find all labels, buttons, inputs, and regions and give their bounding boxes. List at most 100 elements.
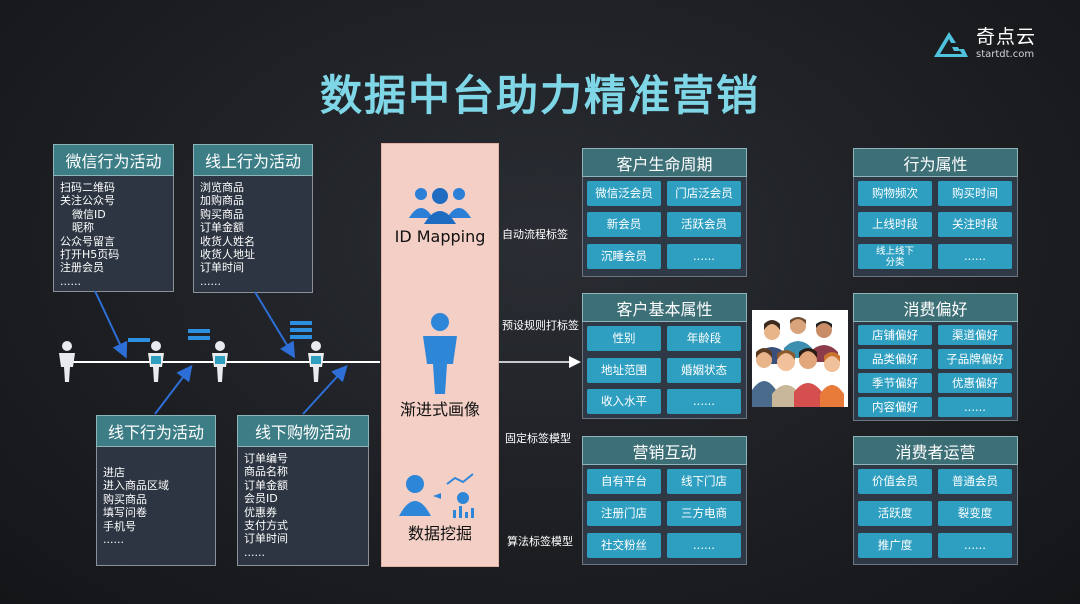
data-pipeline-column: ID Mapping 渐进式画像 数据挖掘 xyxy=(381,143,499,567)
offline-shopping-list: 订单编号 商品名称 订单金额 会员ID 优惠券 支付方式 订单时间 ...... xyxy=(244,452,288,559)
tag-chip: 性别 xyxy=(587,326,661,351)
stage-progressive-profile: 渐进式画像 xyxy=(399,400,480,419)
customer-lifecycle-group: 客户生命周期 微信泛会员 门店泛会员 新会员 活跃会员 沉睡会员 ...... xyxy=(582,148,747,277)
panel-header: 微信行为活动 xyxy=(53,144,174,176)
panel-header: 线下行为活动 xyxy=(96,415,216,447)
group-header: 营销互动 xyxy=(582,436,747,465)
tag-chip: 品类偏好 xyxy=(858,349,932,369)
person-icon xyxy=(308,341,324,382)
list-item: 收货人地址 xyxy=(200,248,255,262)
tag-chip: 三方电商 xyxy=(667,501,741,526)
tag-chip: 普通会员 xyxy=(938,469,1012,494)
tag-chip: 线上线下分类 xyxy=(858,244,932,269)
list-item: 注册会员 xyxy=(60,261,104,275)
tag-chip: ...... xyxy=(667,244,741,269)
person-icon xyxy=(212,341,228,382)
tag-chip: ...... xyxy=(667,533,741,558)
tag-chip: 微信泛会员 xyxy=(587,181,661,206)
tag-chip: 子品牌偏好 xyxy=(938,349,1012,369)
group-header: 行为属性 xyxy=(853,148,1018,177)
tag-chip: 价值会员 xyxy=(858,469,932,494)
list-item: 订单金额 xyxy=(244,478,288,492)
tag-chip: 门店泛会员 xyxy=(667,181,741,206)
tag-chip: ...... xyxy=(938,533,1012,558)
behavior-attributes-group: 行为属性 购物频次 购买时间 上线时段 关注时段 线上线下分类 ...... xyxy=(853,148,1018,277)
group-header: 消费偏好 xyxy=(853,293,1018,322)
offline-shopping-connector xyxy=(302,365,348,415)
tag-chip: 活跃度 xyxy=(858,501,932,526)
wechat-activity-panel: 微信行为活动 扫码二维码 关注公众号 微信ID 昵称 公众号留言 打开H5页码 … xyxy=(53,144,174,292)
tag-chip: 店铺偏好 xyxy=(858,325,932,345)
list-item: 手机号 xyxy=(103,519,136,533)
tag-chip: 购物频次 xyxy=(858,181,932,206)
stage-data-mining: 数据挖掘 xyxy=(407,524,472,543)
list-item: ...... xyxy=(200,274,221,288)
edge-label-auto: 自动流程标签 xyxy=(502,228,568,241)
tag-chip: 购买时间 xyxy=(938,181,1012,206)
consumption-preference-group: 消费偏好 店铺偏好 渠道偏好 品类偏好 子品牌偏好 季节偏好 优惠偏好 内容偏好… xyxy=(853,293,1018,421)
tag-chip: 渠道偏好 xyxy=(938,325,1012,345)
list-item: 订单编号 xyxy=(244,452,288,465)
page-title: 数据中台助力精准营销 xyxy=(319,71,760,120)
brand-url: startdt.com xyxy=(975,49,1035,60)
tag-chip: 关注时段 xyxy=(938,212,1012,237)
group-header: 客户生命周期 xyxy=(582,148,747,177)
list-item: 进入商品区域 xyxy=(103,479,169,493)
data-mining-icon xyxy=(399,473,474,518)
group-header: 客户基本属性 xyxy=(582,293,747,322)
list-item: 关注公众号 xyxy=(60,194,115,208)
tag-chip: 社交粉丝 xyxy=(587,533,661,558)
tag-chip: 内容偏好 xyxy=(858,397,932,417)
brand-logo: 奇点云 startdt.com xyxy=(932,28,1036,60)
list-item: 收货人姓名 xyxy=(200,234,255,248)
people-group-icon xyxy=(752,317,844,407)
list-item: 公众号留言 xyxy=(60,234,115,248)
list-item: 微信ID xyxy=(72,207,106,221)
list-item: ...... xyxy=(103,533,124,547)
tag-chip: 活跃会员 xyxy=(667,212,741,237)
tag-chip: ...... xyxy=(938,397,1012,417)
list-item: 进店 xyxy=(103,466,125,479)
offline-activity-list: 进店 进入商品区域 购买商品 填写问卷 手机号 ...... xyxy=(103,466,169,546)
tag-chip: ...... xyxy=(938,244,1012,269)
brand-name: 奇点云 xyxy=(975,26,1036,48)
wechat-activity-list: 扫码二维码 关注公众号 微信ID 昵称 公众号留言 打开H5页码 注册会员 ..… xyxy=(60,181,119,288)
list-item: 商品名称 xyxy=(244,465,288,479)
wechat-connector xyxy=(94,290,128,359)
list-item: 昵称 xyxy=(72,221,94,235)
group-header: 消费者运营 xyxy=(853,436,1018,465)
data-stack-icon xyxy=(290,321,312,339)
tag-chip: 新会员 xyxy=(587,212,661,237)
tag-chip: 收入水平 xyxy=(587,389,661,414)
list-item: 购买商品 xyxy=(103,492,147,506)
panel-header: 线下购物活动 xyxy=(237,415,369,447)
data-stack-icon xyxy=(188,329,210,340)
list-item: 订单时间 xyxy=(200,261,244,275)
edge-label-fixed: 固定标签模型 xyxy=(505,432,571,445)
tag-chip: 注册门店 xyxy=(587,501,661,526)
startdt-logo-icon xyxy=(933,32,968,57)
tag-chip: 沉睡会员 xyxy=(587,244,661,269)
tag-chip: 优惠偏好 xyxy=(938,373,1012,393)
tag-chip: 推广度 xyxy=(858,533,932,558)
panel-header: 线上行为活动 xyxy=(193,144,313,176)
list-item: 订单金额 xyxy=(200,221,244,235)
online-connector xyxy=(254,291,296,359)
edge-label-preset: 预设规则打标签 xyxy=(502,319,579,332)
tag-chip: 线下门店 xyxy=(667,469,741,494)
list-item: ...... xyxy=(60,274,81,288)
list-item: 浏览商品 xyxy=(200,181,244,194)
offline-shopping-panel: 线下购物活动 订单编号 商品名称 订单金额 会员ID 优惠券 支付方式 订单时间… xyxy=(237,415,369,566)
list-item: 购买商品 xyxy=(200,207,244,221)
list-item: 会员ID xyxy=(244,492,278,506)
data-stack-icon xyxy=(128,338,150,342)
id-mapping-icon xyxy=(409,188,471,224)
tag-chip: 婚姻状态 xyxy=(667,358,741,383)
list-item: 优惠券 xyxy=(244,505,277,519)
list-item: 打开H5页码 xyxy=(60,248,120,262)
list-item: 订单时间 xyxy=(244,532,288,546)
offline-activity-panel: 线下行为活动 进店 进入商品区域 购买商品 填写问卷 手机号 ...... xyxy=(96,415,216,566)
list-item: 支付方式 xyxy=(244,519,288,533)
progressive-profile-icon xyxy=(423,313,457,394)
